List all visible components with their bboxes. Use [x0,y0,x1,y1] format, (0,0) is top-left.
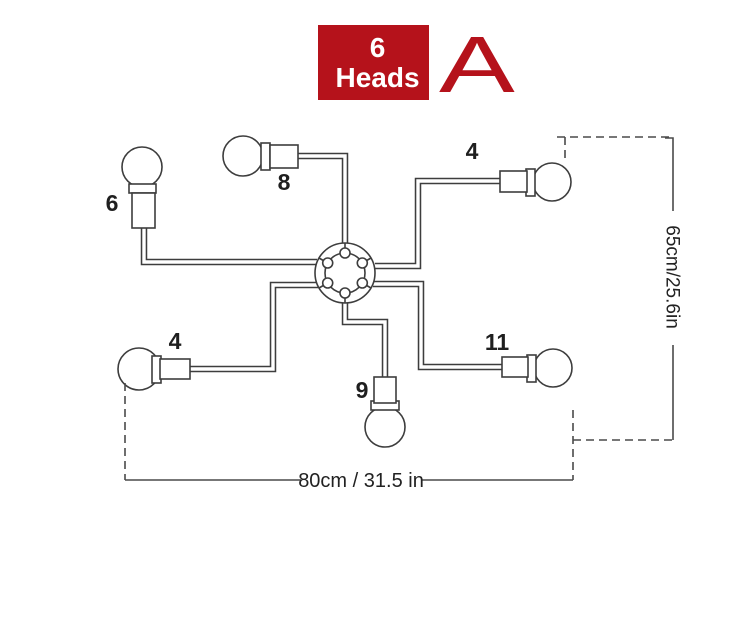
lamp-top-left [121,146,163,229]
socket [131,192,156,229]
heads-badge: 6 Heads [318,25,429,100]
variant-letter: A [439,20,515,109]
arm-bottom [341,303,389,377]
dimension-line [665,137,674,211]
tube-core [343,303,387,377]
tube-core [298,154,347,244]
tube-outline [375,177,500,270]
hub-port [339,287,351,299]
bulb [364,406,406,448]
bulb [222,135,264,177]
tube-outline [373,280,502,371]
lamp-top-right [499,162,572,202]
tube-outline [341,303,389,377]
tube-core [190,283,318,371]
height-dimension-label: 65cm/25.6in [661,225,682,329]
hub-stub [318,284,324,289]
tube-outline [140,228,317,266]
height-dimension: 65cm/25.6in [557,136,682,441]
arm-label-top-left: 6 [106,190,119,216]
width-dimension-label: 80cm / 31.5 in [298,470,424,492]
hub-port [356,277,369,289]
hub-stub [318,257,324,262]
socket [269,144,299,169]
hub-port [339,247,351,259]
arm-label-top: 8 [278,169,291,195]
arm-label-bottom: 9 [356,377,369,403]
arm-bottom-right [373,280,502,371]
hub-stub [366,284,372,289]
ceiling-hub [314,242,376,304]
bulb [121,146,163,188]
lamp-bottom-right [501,348,573,388]
socket [501,356,529,378]
bulb-collar [128,183,157,194]
tube-core [375,179,500,268]
tube-core [373,282,502,369]
tube-core [142,228,317,264]
arm-label-bottom-left: 4 [169,328,182,354]
lamp-bottom-left [117,347,191,391]
hub-stub [366,257,372,262]
arm-top [298,152,349,244]
bulb-collar [260,142,271,171]
socket [499,170,528,193]
bulb [533,348,573,388]
tube-outline [190,281,318,373]
hub-port [356,257,369,269]
arm-top-right [375,177,500,270]
heads-count: 6 [369,31,386,63]
tube-outline [298,152,349,244]
bulb [532,162,572,202]
arm-label-top-right: 4 [466,138,479,164]
lamp-top [222,135,299,177]
hub-port [321,277,334,289]
arm-top-left [140,228,317,266]
arm-bottom-left [190,281,318,373]
arm-label-bottom-right: 11 [485,329,510,355]
width-dimension: 80cm / 31.5 in [124,383,574,492]
lamp-bottom [364,376,406,448]
hub-port [321,257,334,269]
socket [159,358,191,380]
heads-unit-label: Heads [335,61,420,93]
socket [373,376,397,404]
